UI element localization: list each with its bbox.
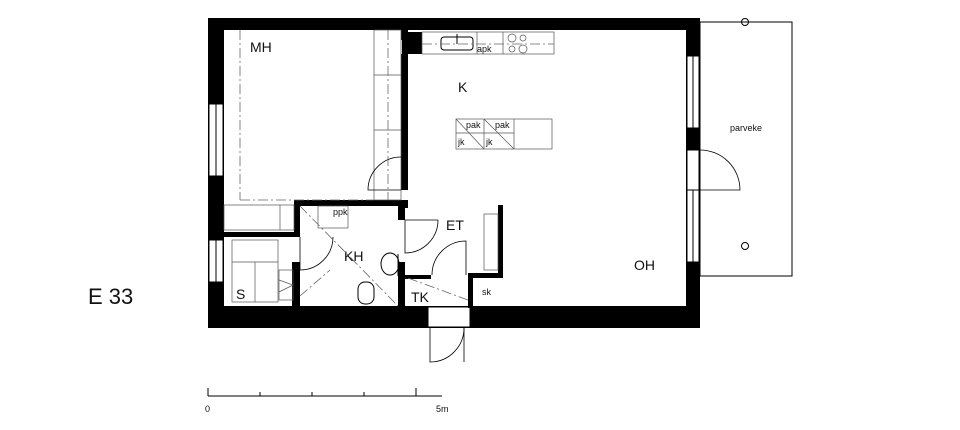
hall-doors	[404, 149, 741, 363]
washer	[278, 269, 294, 301]
shelf-mh	[223, 204, 295, 231]
door-tk	[431, 240, 467, 276]
washbasin	[380, 252, 400, 276]
wall-s-top	[224, 232, 300, 237]
door-entry	[429, 327, 465, 363]
ppk-cabinet	[317, 205, 349, 229]
balcony-door	[686, 149, 700, 191]
balcony-drain-top	[741, 18, 749, 26]
room-label-oh: OH	[634, 257, 655, 273]
wall-kh-top	[294, 200, 408, 206]
sauna-benches	[231, 239, 279, 303]
door-mh	[367, 156, 402, 191]
outer-walls	[208, 18, 700, 328]
label-pak-1: pak	[466, 120, 481, 130]
label-apk: apk	[477, 44, 492, 54]
room-label-et: ET	[446, 217, 464, 233]
room-label-k: K	[458, 79, 468, 95]
label-ppk: ppk	[333, 207, 348, 217]
wall-s-kh	[292, 262, 300, 308]
toilet	[357, 281, 375, 305]
wall-kh-tk	[398, 262, 405, 308]
label-sk: sk	[482, 287, 492, 297]
wardrobe-mh	[373, 29, 402, 201]
bedroom-closets	[223, 29, 402, 231]
wall-mh-k	[401, 54, 408, 190]
scale-end: 5m	[436, 404, 449, 414]
interior-walls	[224, 30, 503, 308]
label-jk-1: jk	[457, 137, 465, 147]
wall-et-oh	[498, 205, 503, 278]
room-label-mh: MH	[250, 39, 272, 55]
label-jk-2: jk	[485, 137, 493, 147]
wall-pillar	[402, 32, 422, 54]
label-pak-2: pak	[495, 120, 510, 130]
wall-tk-top	[468, 273, 502, 278]
entry-door-gap	[427, 306, 471, 328]
kitchen-island	[455, 118, 553, 150]
scale-start: 0	[205, 404, 210, 414]
room-label-kh: KH	[344, 248, 363, 264]
room-label-s: S	[236, 286, 245, 302]
stove-ring	[507, 33, 517, 43]
windows	[208, 55, 700, 328]
door-s	[299, 236, 334, 271]
wall-top	[208, 18, 700, 30]
balcony-drain-bottom	[741, 242, 749, 250]
balcony	[699, 18, 793, 277]
door-kh	[404, 219, 439, 254]
balcony-outline	[699, 21, 793, 277]
label-parveke: parveke	[730, 123, 762, 133]
island-outline	[455, 118, 553, 150]
counter-top	[421, 31, 555, 55]
kitchen-counter	[421, 31, 555, 55]
scale-bar: 0 5m	[205, 388, 449, 414]
bathroom-fixtures	[278, 205, 400, 307]
plan-title: E 33	[88, 284, 133, 309]
hall-closet	[483, 213, 499, 271]
room-label-tk: TK	[411, 289, 430, 305]
door-balcony	[699, 149, 741, 191]
